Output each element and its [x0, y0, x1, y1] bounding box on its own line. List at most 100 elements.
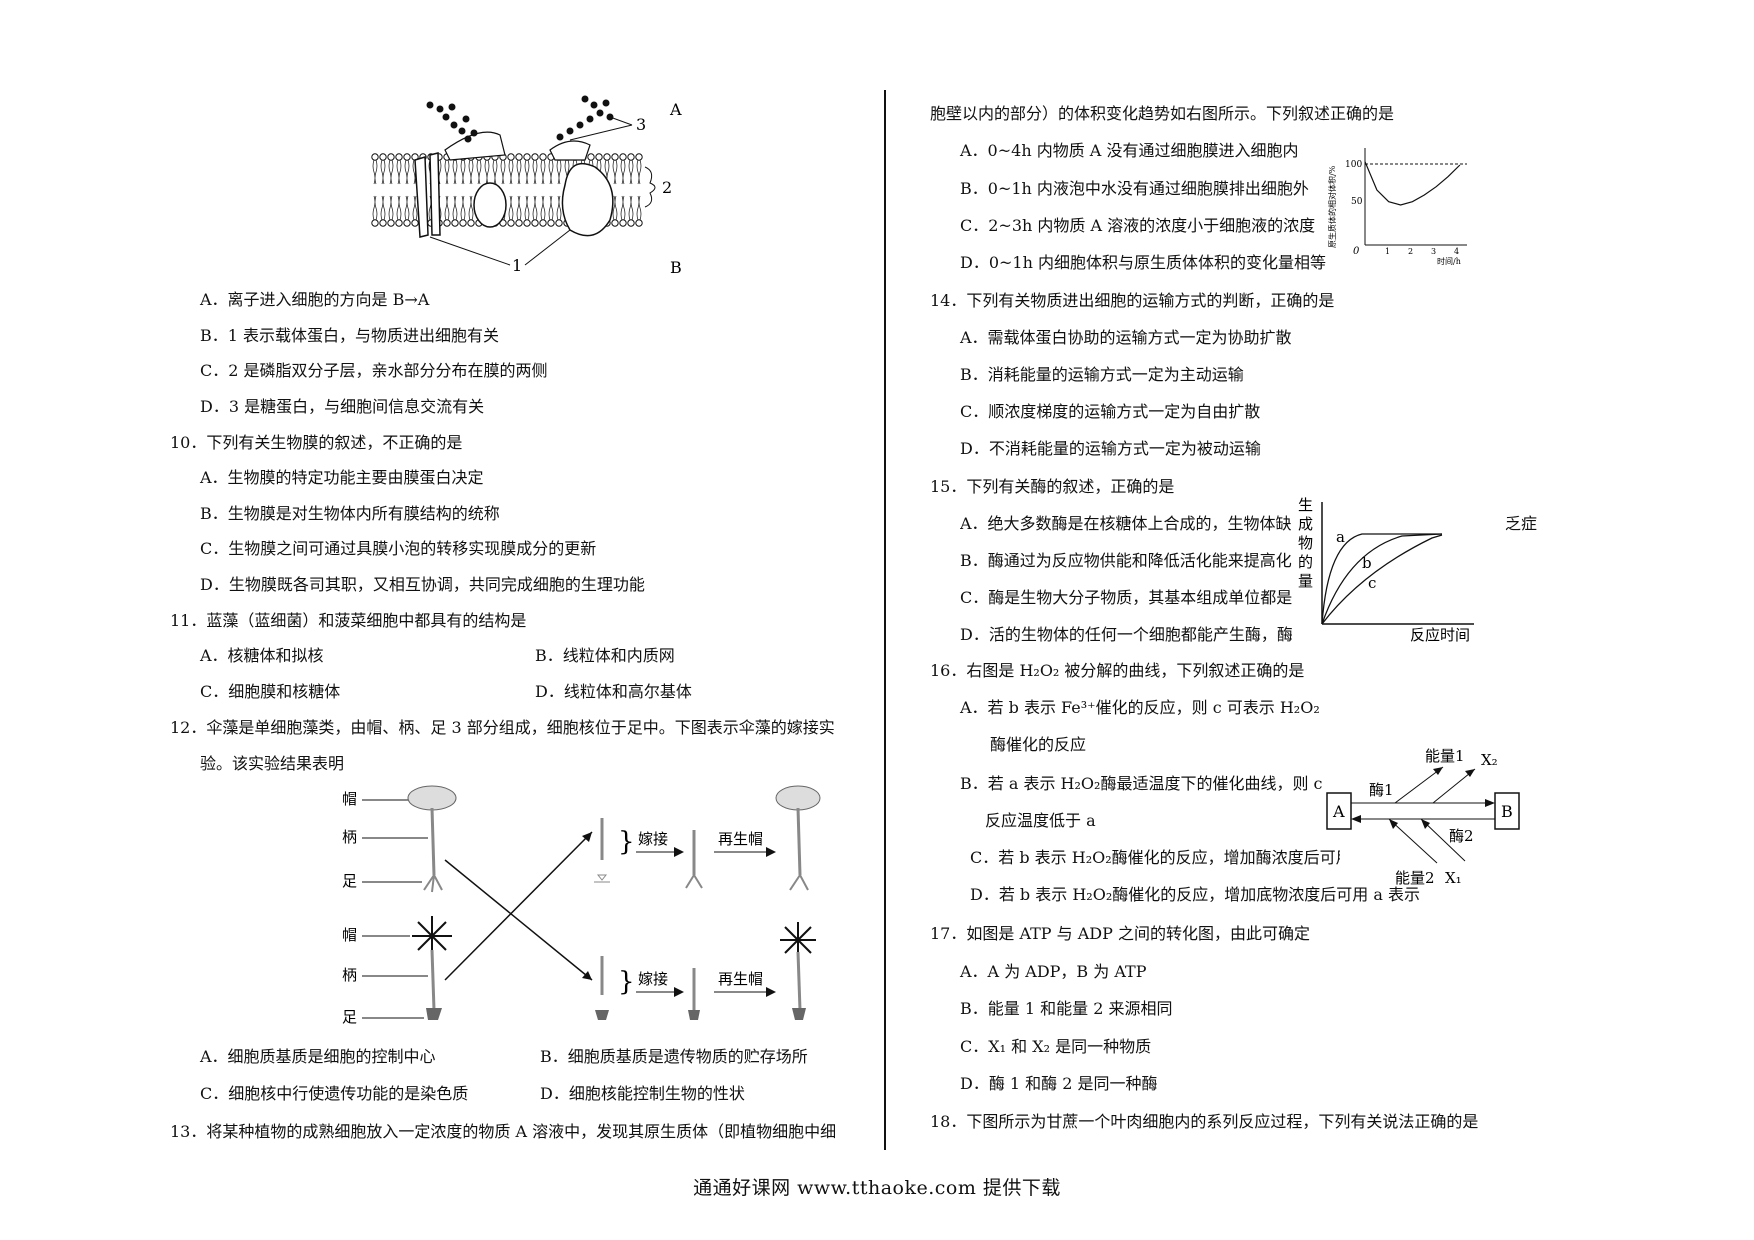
lipid-tail: [396, 159, 402, 185]
lipid-head: [587, 153, 595, 161]
label-graft-1: 嫁接: [638, 830, 668, 848]
curve-a-label: a: [1336, 528, 1345, 546]
lipid-tail: [508, 159, 514, 185]
energy1-label: 能量1: [1425, 747, 1465, 765]
lipid-head: [611, 153, 619, 161]
lipid-head: [611, 219, 619, 227]
q9-option-a: A．离子进入细胞的方向是 B→A: [200, 290, 430, 309]
q15-stem: 15．下列有关酶的叙述，正确的是: [930, 477, 1175, 496]
lipid-head: [547, 219, 555, 227]
lipid-head: [371, 219, 379, 227]
lipid-head: [539, 219, 547, 227]
q15-option-d: D．活的生物体的任何一个细胞都能产生酶，酶只有在细胞内才能起催化作用: [960, 625, 1360, 644]
product-y-axis-label: 生成物的量: [1298, 496, 1313, 590]
q13-option-d: D．0~1h 内细胞体积与原生质体体积的变化量相等: [960, 253, 1326, 272]
q16-stem: 16．右图是 H₂O₂ 被分解的曲线，下列叙述正确的是: [930, 661, 1305, 680]
lipid-tail: [556, 159, 562, 185]
q9-option-d: D．3 是糖蛋白，与细胞间信息交流有关: [200, 397, 485, 416]
curve-a: [1321, 533, 1442, 625]
label-graft-2: 嫁接: [638, 970, 668, 988]
q17-option-c: C．X₁ 和 X₂ 是同一种物质: [960, 1037, 1152, 1056]
product-x-axis-label: 反应时间: [1410, 626, 1470, 642]
lipid-tail: [556, 195, 562, 221]
q11-stem: 11．蓝藻（蓝细菌）和菠菜细胞中都具有的结构是: [170, 611, 527, 630]
grafting-figure: 帽 柄 足 帽 柄 足: [342, 785, 821, 1026]
crenulated-cap-2: [780, 922, 816, 958]
lipid-tail: [452, 195, 458, 221]
lipid-tail: [620, 195, 626, 221]
lipid-tail: [532, 195, 538, 221]
umbrella-cap-1: [407, 785, 457, 811]
lipid-head: [595, 153, 603, 161]
lipid-head: [531, 153, 539, 161]
x1-label: X₁: [1445, 869, 1462, 887]
q13-y-axis-label: 原生质体的相对体积/%: [1327, 165, 1337, 248]
column-divider: [884, 90, 886, 1150]
lipid-head: [507, 153, 515, 161]
q15-option-c: C．酶是生物大分子物质，其基本组成单位都是氨基酸: [960, 588, 1330, 607]
energy2-label: 能量2: [1395, 869, 1435, 887]
lipid-tail: [620, 159, 626, 185]
lipid-tail: [452, 159, 458, 185]
box-B-label: B: [1501, 802, 1513, 821]
q10-option-a: A．生物膜的特定功能主要由膜蛋白决定: [200, 468, 484, 487]
curve-b-label: b: [1362, 554, 1372, 572]
label-foot-2: 足: [342, 1008, 357, 1026]
lipid-tail: [628, 195, 634, 221]
q14-option-c: C．顺浓度梯度的运输方式一定为自由扩散: [960, 402, 1261, 421]
lipid-tail: [540, 159, 546, 185]
q13-x-tick-3: 3: [1431, 247, 1436, 256]
lipid-head: [411, 219, 419, 227]
lipid-tail: [444, 195, 450, 221]
label-cap-2: 帽: [342, 926, 357, 944]
lipid-head: [403, 153, 411, 161]
q16-option-b-cont: 反应温度低于 a: [985, 811, 1096, 830]
lipid-tail: [404, 195, 410, 221]
svg-text:}: }: [618, 967, 635, 997]
lipid-head: [555, 219, 563, 227]
surface-protein: [549, 140, 591, 161]
lipid-tail: [628, 159, 634, 185]
lipid-tail: [404, 159, 410, 185]
lipid-tail: [388, 159, 394, 185]
q14-option-b: B．消耗能量的运输方式一定为主动运输: [960, 365, 1244, 384]
label-2: 2: [662, 178, 672, 197]
lipid-head: [539, 153, 547, 161]
box-A-label: A: [1332, 802, 1345, 821]
lipid-tail: [380, 159, 386, 185]
q12-stem-line1: 12．伞藻是单细胞藻类，由帽、柄、足 3 部分组成，细胞核位于足中。下图表示伞藻…: [170, 718, 835, 737]
lipid-tail: [484, 159, 490, 185]
atp-adp-figure: A B 酶1 酶2 能量1 X₂ 能量2 X₁: [1326, 747, 1520, 887]
q12-stem-line2: 验。该实验结果表明: [200, 754, 345, 773]
q10-option-d: D．生物膜既各司其职，又相互协调，共同完成细胞的生理功能: [200, 575, 645, 594]
lipid-tail: [636, 195, 642, 221]
label-B: B: [670, 258, 682, 275]
footer-source: 通通好课网 www.tthaoke.com 提供下载: [693, 1177, 1061, 1199]
lipid-head: [443, 219, 451, 227]
q17-option-b: B．能量 1 和能量 2 来源相同: [960, 999, 1173, 1018]
q10-option-c: C．生物膜之间可通过具膜小泡的转移实现膜成分的更新: [200, 539, 597, 558]
q10-stem: 10．下列有关生物膜的叙述，不正确的是: [170, 433, 463, 452]
label-3: 3: [636, 115, 646, 134]
lipid-tail: [548, 195, 554, 221]
q17-stem: 17．如图是 ATP 与 ADP 之间的转化图，由此可确定: [930, 924, 1310, 943]
q15-option-a: A．绝大多数酶是在核糖体上合成的，生物体缺乏某种酶就可能出现这种酶缺乏症: [960, 514, 1330, 533]
lipid-tail: [460, 195, 466, 221]
lipid-tail: [516, 159, 522, 185]
lipid-head: [507, 219, 515, 227]
q14-option-d: D．不消耗能量的运输方式一定为被动运输: [960, 439, 1261, 458]
q13-stem-line1: 13．将某种植物的成熟细胞放入一定浓度的物质 A 溶液中，发现其原生质体（即植物…: [170, 1122, 837, 1141]
x2-label: X₂: [1481, 751, 1498, 769]
lipid-tail: [612, 195, 618, 221]
lipid-head: [379, 219, 387, 227]
q13-option-c: C．2~3h 内物质 A 溶液的浓度小于细胞液的浓度: [960, 216, 1316, 235]
sugar-chains: [426, 95, 614, 143]
lipid-head: [531, 219, 539, 227]
label-1: 1: [512, 256, 522, 275]
label-foot-1: 足: [342, 872, 357, 890]
q16-option-b: B．若 a 表示 H₂O₂酶最适温度下的催化曲线，则 c: [960, 774, 1323, 793]
lipid-tail: [492, 159, 498, 185]
q11-option-c: C．细胞膜和核糖体: [200, 682, 341, 701]
umbrella-cap-2: [775, 785, 821, 811]
